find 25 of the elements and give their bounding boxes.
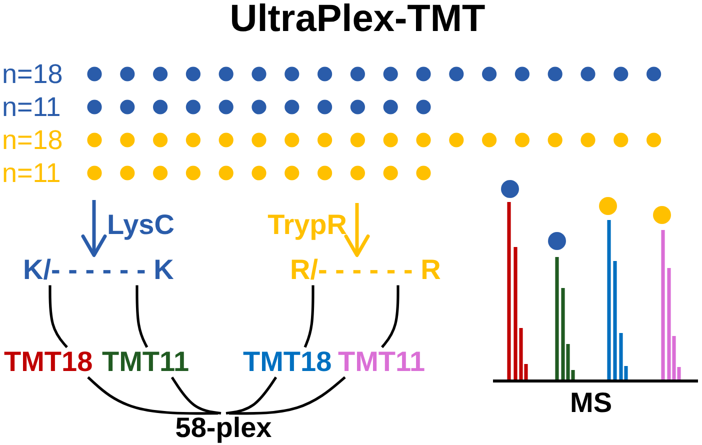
connector-line bbox=[136, 285, 148, 348]
sample-count-label: n=18 bbox=[2, 126, 63, 154]
spectrum-label: MS bbox=[570, 389, 612, 418]
connector-line bbox=[381, 285, 400, 348]
plex-label: 58-plex bbox=[175, 414, 272, 442]
tag-label: TMT18 bbox=[4, 348, 93, 376]
connector-line bbox=[304, 285, 314, 348]
sample-count-label: n=11 bbox=[2, 160, 61, 187]
connector-line bbox=[170, 376, 222, 415]
tag-label: TMT11 bbox=[338, 348, 426, 376]
arrow bbox=[81, 200, 107, 258]
peptide-label: R/- - - - - - R bbox=[290, 256, 441, 284]
connector-line bbox=[226, 376, 278, 415]
sample-count-label: n=18 bbox=[2, 60, 63, 88]
title: UltraPlex-TMT bbox=[230, 0, 486, 38]
connector-line bbox=[228, 376, 346, 415]
sample-count-label: n=11 bbox=[2, 94, 61, 121]
tag-label: TMT18 bbox=[243, 348, 332, 376]
peptide-label: K/- - - - - - K bbox=[23, 256, 174, 284]
edge-label: LysC bbox=[107, 211, 174, 240]
connector-line bbox=[87, 376, 218, 415]
connector-line bbox=[48, 285, 68, 348]
arrow bbox=[344, 203, 370, 258]
tag-label: TMT11 bbox=[102, 348, 190, 376]
edge-label: TrypR bbox=[268, 211, 347, 240]
